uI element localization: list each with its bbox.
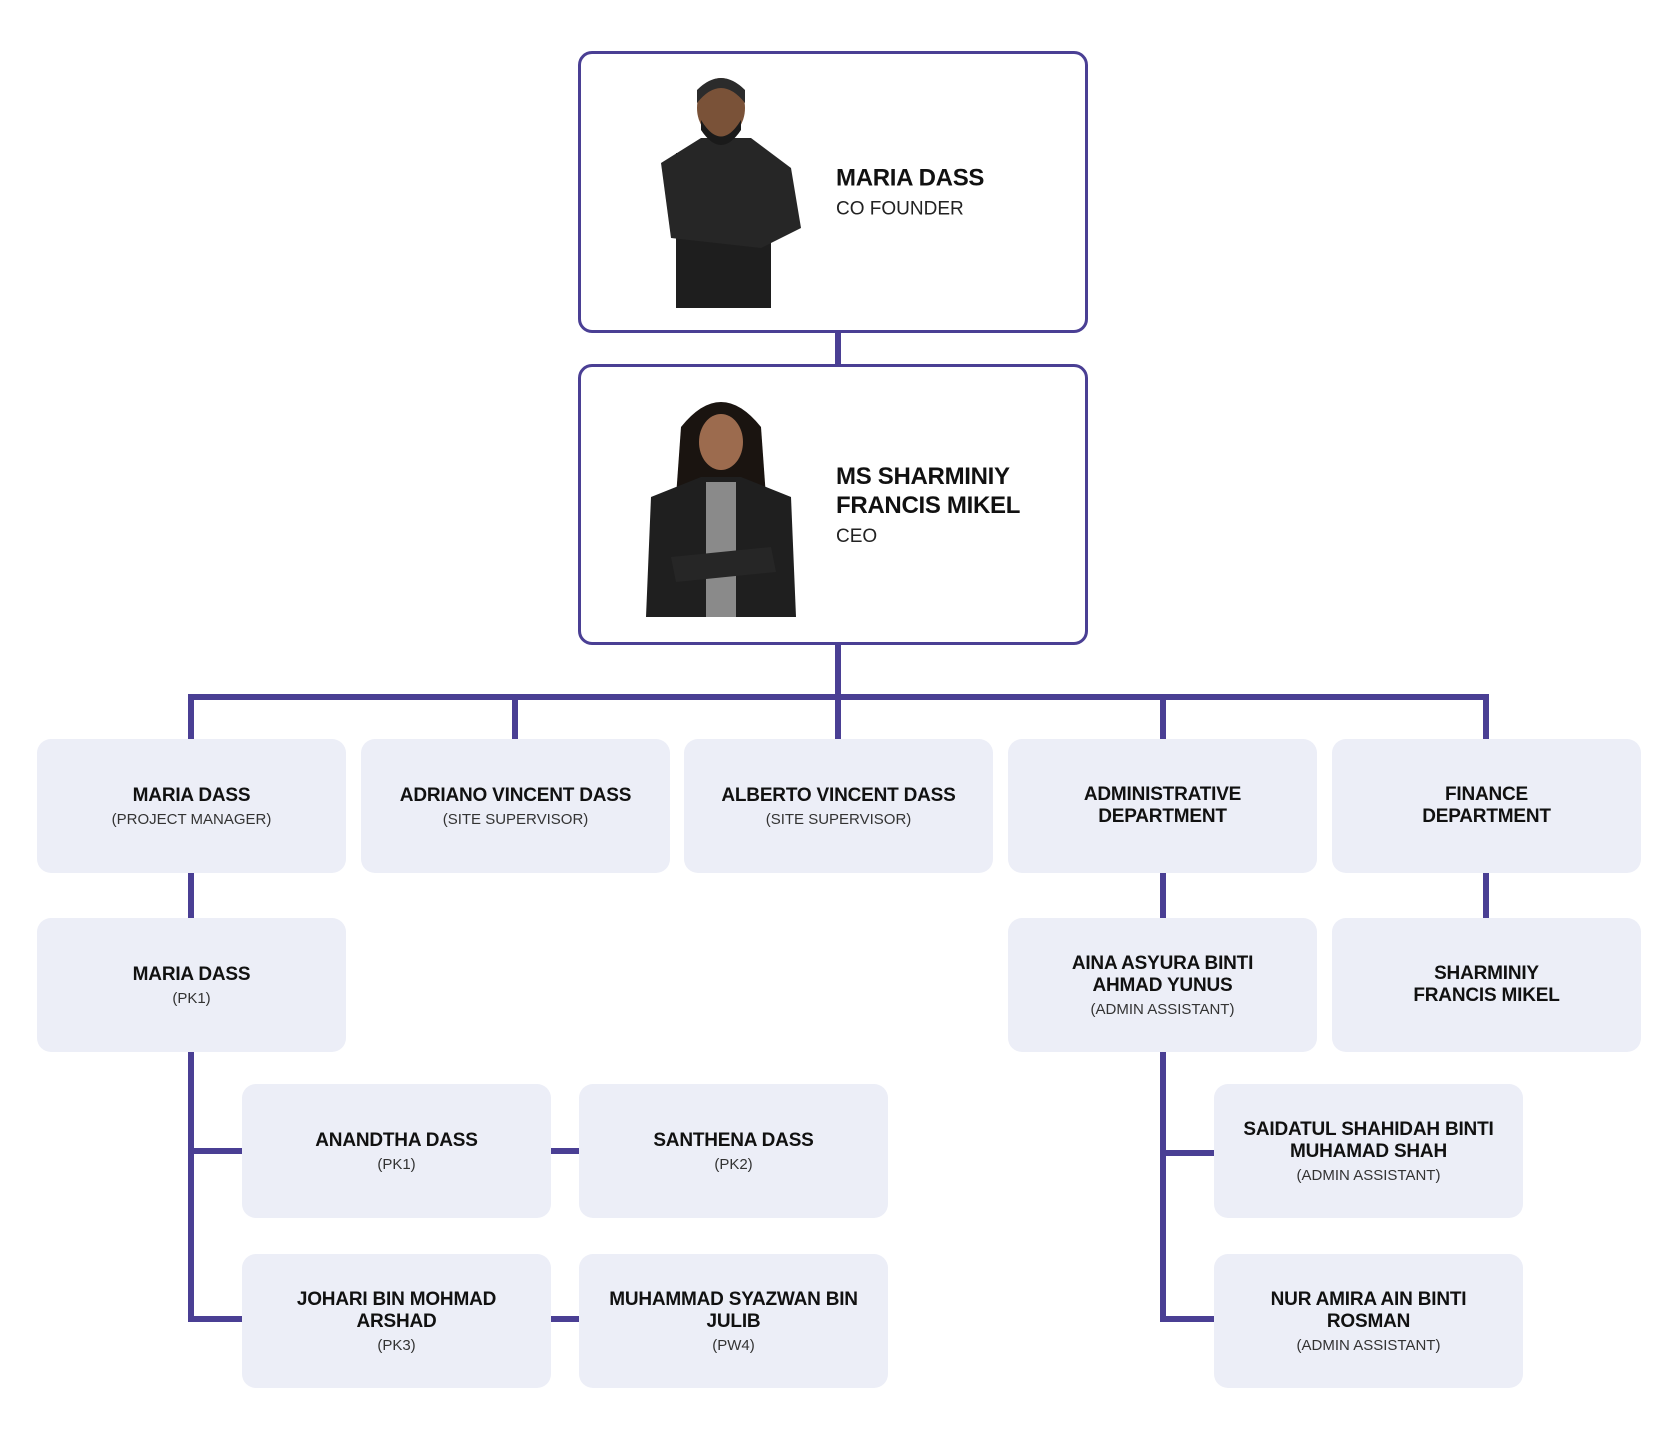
person-photo: [661, 78, 801, 308]
connector: [188, 872, 194, 920]
org-card: NUR AMIRA AIN BINTI ROSMAN (ADMIN ASSIST…: [1214, 1254, 1523, 1388]
person-name: MS SHARMINIY FRANCIS MIKEL: [836, 462, 1021, 519]
org-card: MARIA DASS (PROJECT MANAGER): [37, 739, 346, 873]
org-card: MUHAMMAD SYAZWAN BIN JULIB (PW4): [579, 1254, 888, 1388]
card-role: (SITE SUPERVISOR): [765, 810, 912, 828]
connector: [188, 1316, 244, 1322]
org-card: ALBERTO VINCENT DASS (SITE SUPERVISOR): [684, 739, 993, 873]
org-card: ANANDTHA DASS (PK1): [242, 1084, 551, 1218]
connector: [835, 694, 841, 740]
card-name: AINA ASYURA BINTI AHMAD YUNUS: [1071, 952, 1254, 996]
org-card: FINANCE DEPARTMENT: [1332, 739, 1641, 873]
connector: [1160, 1052, 1166, 1322]
org-card: SHARMINIY FRANCIS MIKEL: [1332, 918, 1641, 1052]
connector: [1160, 872, 1166, 920]
card-name: MARIA DASS: [132, 784, 251, 806]
org-card: MARIA DASS (PK1): [37, 918, 346, 1052]
card-role: (PK1): [172, 989, 211, 1007]
card-name: MUHAMMAD SYAZWAN BIN JULIB: [609, 1288, 858, 1332]
org-card: ADRIANO VINCENT DASS (SITE SUPERVISOR): [361, 739, 670, 873]
card-name: SAIDATUL SHAHIDAH BINTI MUHAMAD SHAH: [1243, 1118, 1494, 1162]
org-card: SANTHENA DASS (PK2): [579, 1084, 888, 1218]
ceo-card: MS SHARMINIY FRANCIS MIKEL CEO: [578, 364, 1088, 645]
card-name: JOHARI BIN MOHMAD ARSHAD: [296, 1288, 497, 1332]
connector: [1483, 872, 1489, 920]
card-name: ADRIANO VINCENT DASS: [399, 784, 632, 806]
org-card: SAIDATUL SHAHIDAH BINTI MUHAMAD SHAH (AD…: [1214, 1084, 1523, 1218]
co-founder-card: MARIA DASS CO FOUNDER: [578, 51, 1088, 333]
card-name: ANANDTHA DASS: [315, 1129, 478, 1151]
connector: [1160, 694, 1166, 740]
card-role: (ADMIN ASSISTANT): [1296, 1166, 1441, 1184]
card-name: ALBERTO VINCENT DASS: [721, 784, 956, 806]
card-role: (PROJECT MANAGER): [111, 810, 272, 828]
person-role: CEO: [836, 525, 878, 547]
card-role: (SITE SUPERVISOR): [442, 810, 589, 828]
card-name: ADMINISTRATIVE DEPARTMENT: [1083, 784, 1242, 827]
card-name: FINANCE DEPARTMENT: [1422, 784, 1551, 827]
person-name: MARIA DASS: [836, 164, 985, 192]
connector: [835, 645, 841, 697]
card-role: (PW4): [712, 1336, 755, 1354]
connector: [188, 1052, 194, 1322]
card-name: SANTHENA DASS: [653, 1129, 814, 1151]
card-role: (PK2): [714, 1155, 753, 1173]
connector: [188, 694, 194, 740]
org-card: ADMINISTRATIVE DEPARTMENT: [1008, 739, 1317, 873]
person-photo: [646, 402, 796, 617]
org-card: AINA ASYURA BINTI AHMAD YUNUS (ADMIN ASS…: [1008, 918, 1317, 1052]
connector: [1160, 1150, 1216, 1156]
card-role: (ADMIN ASSISTANT): [1090, 1000, 1235, 1018]
card-name: SHARMINIY FRANCIS MIKEL: [1413, 963, 1560, 1006]
connector: [835, 333, 841, 364]
connector: [188, 1148, 244, 1154]
connector: [1483, 694, 1489, 740]
card-name: NUR AMIRA AIN BINTI ROSMAN: [1270, 1288, 1467, 1332]
person-role: CO FOUNDER: [836, 198, 964, 220]
connector: [548, 1316, 582, 1322]
org-card: JOHARI BIN MOHMAD ARSHAD (PK3): [242, 1254, 551, 1388]
card-role: (PK1): [377, 1155, 416, 1173]
connector: [548, 1148, 582, 1154]
connector: [512, 694, 518, 740]
card-role: (ADMIN ASSISTANT): [1296, 1336, 1441, 1354]
card-role: (PK3): [377, 1336, 416, 1354]
card-name: MARIA DASS: [132, 963, 251, 985]
connector: [1160, 1316, 1216, 1322]
